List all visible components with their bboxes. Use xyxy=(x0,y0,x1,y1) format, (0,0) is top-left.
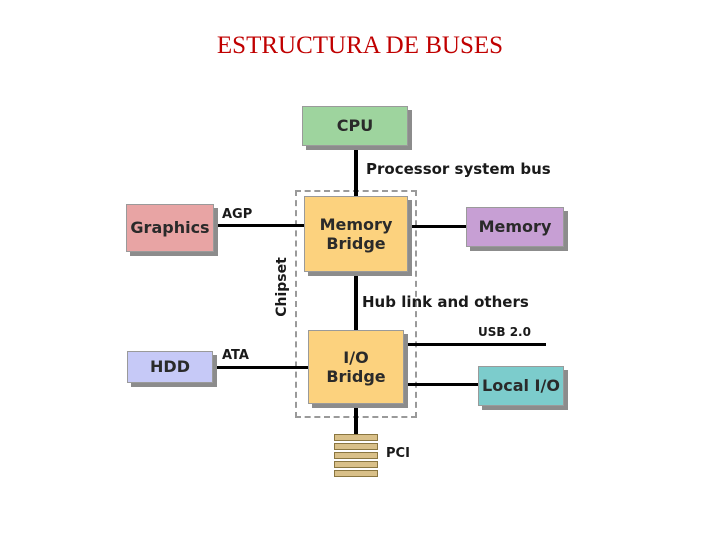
hub-link-label: Hub link and others xyxy=(362,293,529,311)
pci-slot xyxy=(334,443,378,450)
cpu-label: CPU xyxy=(336,116,374,136)
pci-slot xyxy=(334,434,378,441)
processor-bus-label: Processor system bus xyxy=(366,160,551,178)
pci-slot xyxy=(334,470,378,477)
usb-line xyxy=(406,343,546,346)
agp-line xyxy=(216,224,304,227)
graphics-label: Graphics xyxy=(130,218,210,238)
agp-label: AGP xyxy=(222,207,253,222)
ata-label: ATA xyxy=(222,348,249,363)
processor-bus-line xyxy=(354,148,358,196)
memory-label: Memory xyxy=(478,217,552,237)
pci-slot xyxy=(334,461,378,468)
pci-slot xyxy=(334,452,378,459)
ata-line xyxy=(216,366,308,369)
hdd-label: HDD xyxy=(150,357,190,377)
hdd-box: HDD xyxy=(127,351,213,383)
pci-bus-line xyxy=(354,406,358,434)
local-io-box: Local I/O xyxy=(478,366,564,406)
memory-box: Memory xyxy=(466,207,564,247)
local-io-label: Local I/O xyxy=(482,376,560,396)
hub-link-line xyxy=(354,276,358,332)
memory-bus-line xyxy=(410,225,468,228)
chipset-label: Chipset xyxy=(274,257,290,317)
cpu-box: CPU xyxy=(302,106,408,146)
graphics-box: Graphics xyxy=(126,204,214,252)
page-title: ESTRUCTURA DE BUSES xyxy=(216,32,504,59)
io-bridge-box: I/O Bridge xyxy=(308,330,404,404)
usb-label: USB 2.0 xyxy=(478,325,531,339)
io-bridge-label: I/O Bridge xyxy=(326,347,386,386)
pci-label: PCI xyxy=(386,446,410,461)
memory-bridge-box: Memory Bridge xyxy=(304,196,408,272)
local-io-line xyxy=(406,383,478,386)
memory-bridge-label: Memory Bridge xyxy=(319,214,393,253)
